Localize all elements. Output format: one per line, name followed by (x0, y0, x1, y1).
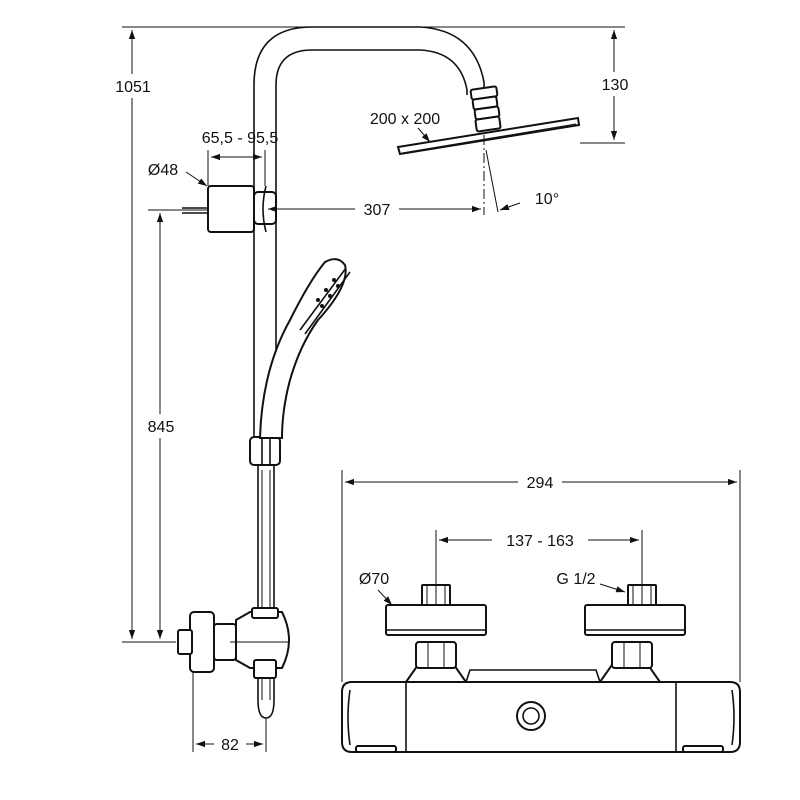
dim-label-bracket-diameter: Ø48 (148, 162, 178, 179)
dim-label-wall-projection: 82 (221, 737, 239, 754)
wall-bracket (182, 185, 277, 233)
shower-hose (257, 465, 275, 719)
dim-label-head-drop: 130 (602, 77, 629, 94)
dim-label-thread: G 1/2 (556, 571, 595, 588)
dim-label-mixer-width: 294 (527, 475, 554, 492)
head-connector (469, 85, 502, 133)
column-valve (177, 607, 290, 679)
dim-label-total-height: 1051 (115, 79, 151, 96)
dim-label-valve-height: 845 (148, 419, 175, 436)
rain-head (396, 116, 581, 156)
mixer-right-connector (584, 584, 686, 683)
head-tilt-line (485, 149, 499, 213)
mixer-valve (341, 584, 741, 753)
mixer-left-connector (385, 584, 487, 683)
dim-label-flange-diameter: Ø70 (359, 571, 389, 588)
dim-label-head-size: 200 x 200 (370, 111, 440, 128)
mixer-dimensions: 294 137 - 163 Ø70 G 1/2 (341, 470, 741, 682)
dim-label-arm-length: 307 (364, 202, 391, 219)
hand-shower (258, 258, 351, 439)
hand-shower-holder (249, 436, 281, 466)
riser-pipe-inner (275, 49, 468, 440)
dim-label-head-tilt: 10° (535, 191, 559, 208)
dim-label-inlet-centres: 137 - 163 (506, 533, 574, 550)
column-dimensions: 1051 845 130 200 x 200 65,5 - 95,5 Ø48 3… (104, 26, 636, 756)
dim-label-arm-offset: 65,5 - 95,5 (202, 130, 279, 147)
